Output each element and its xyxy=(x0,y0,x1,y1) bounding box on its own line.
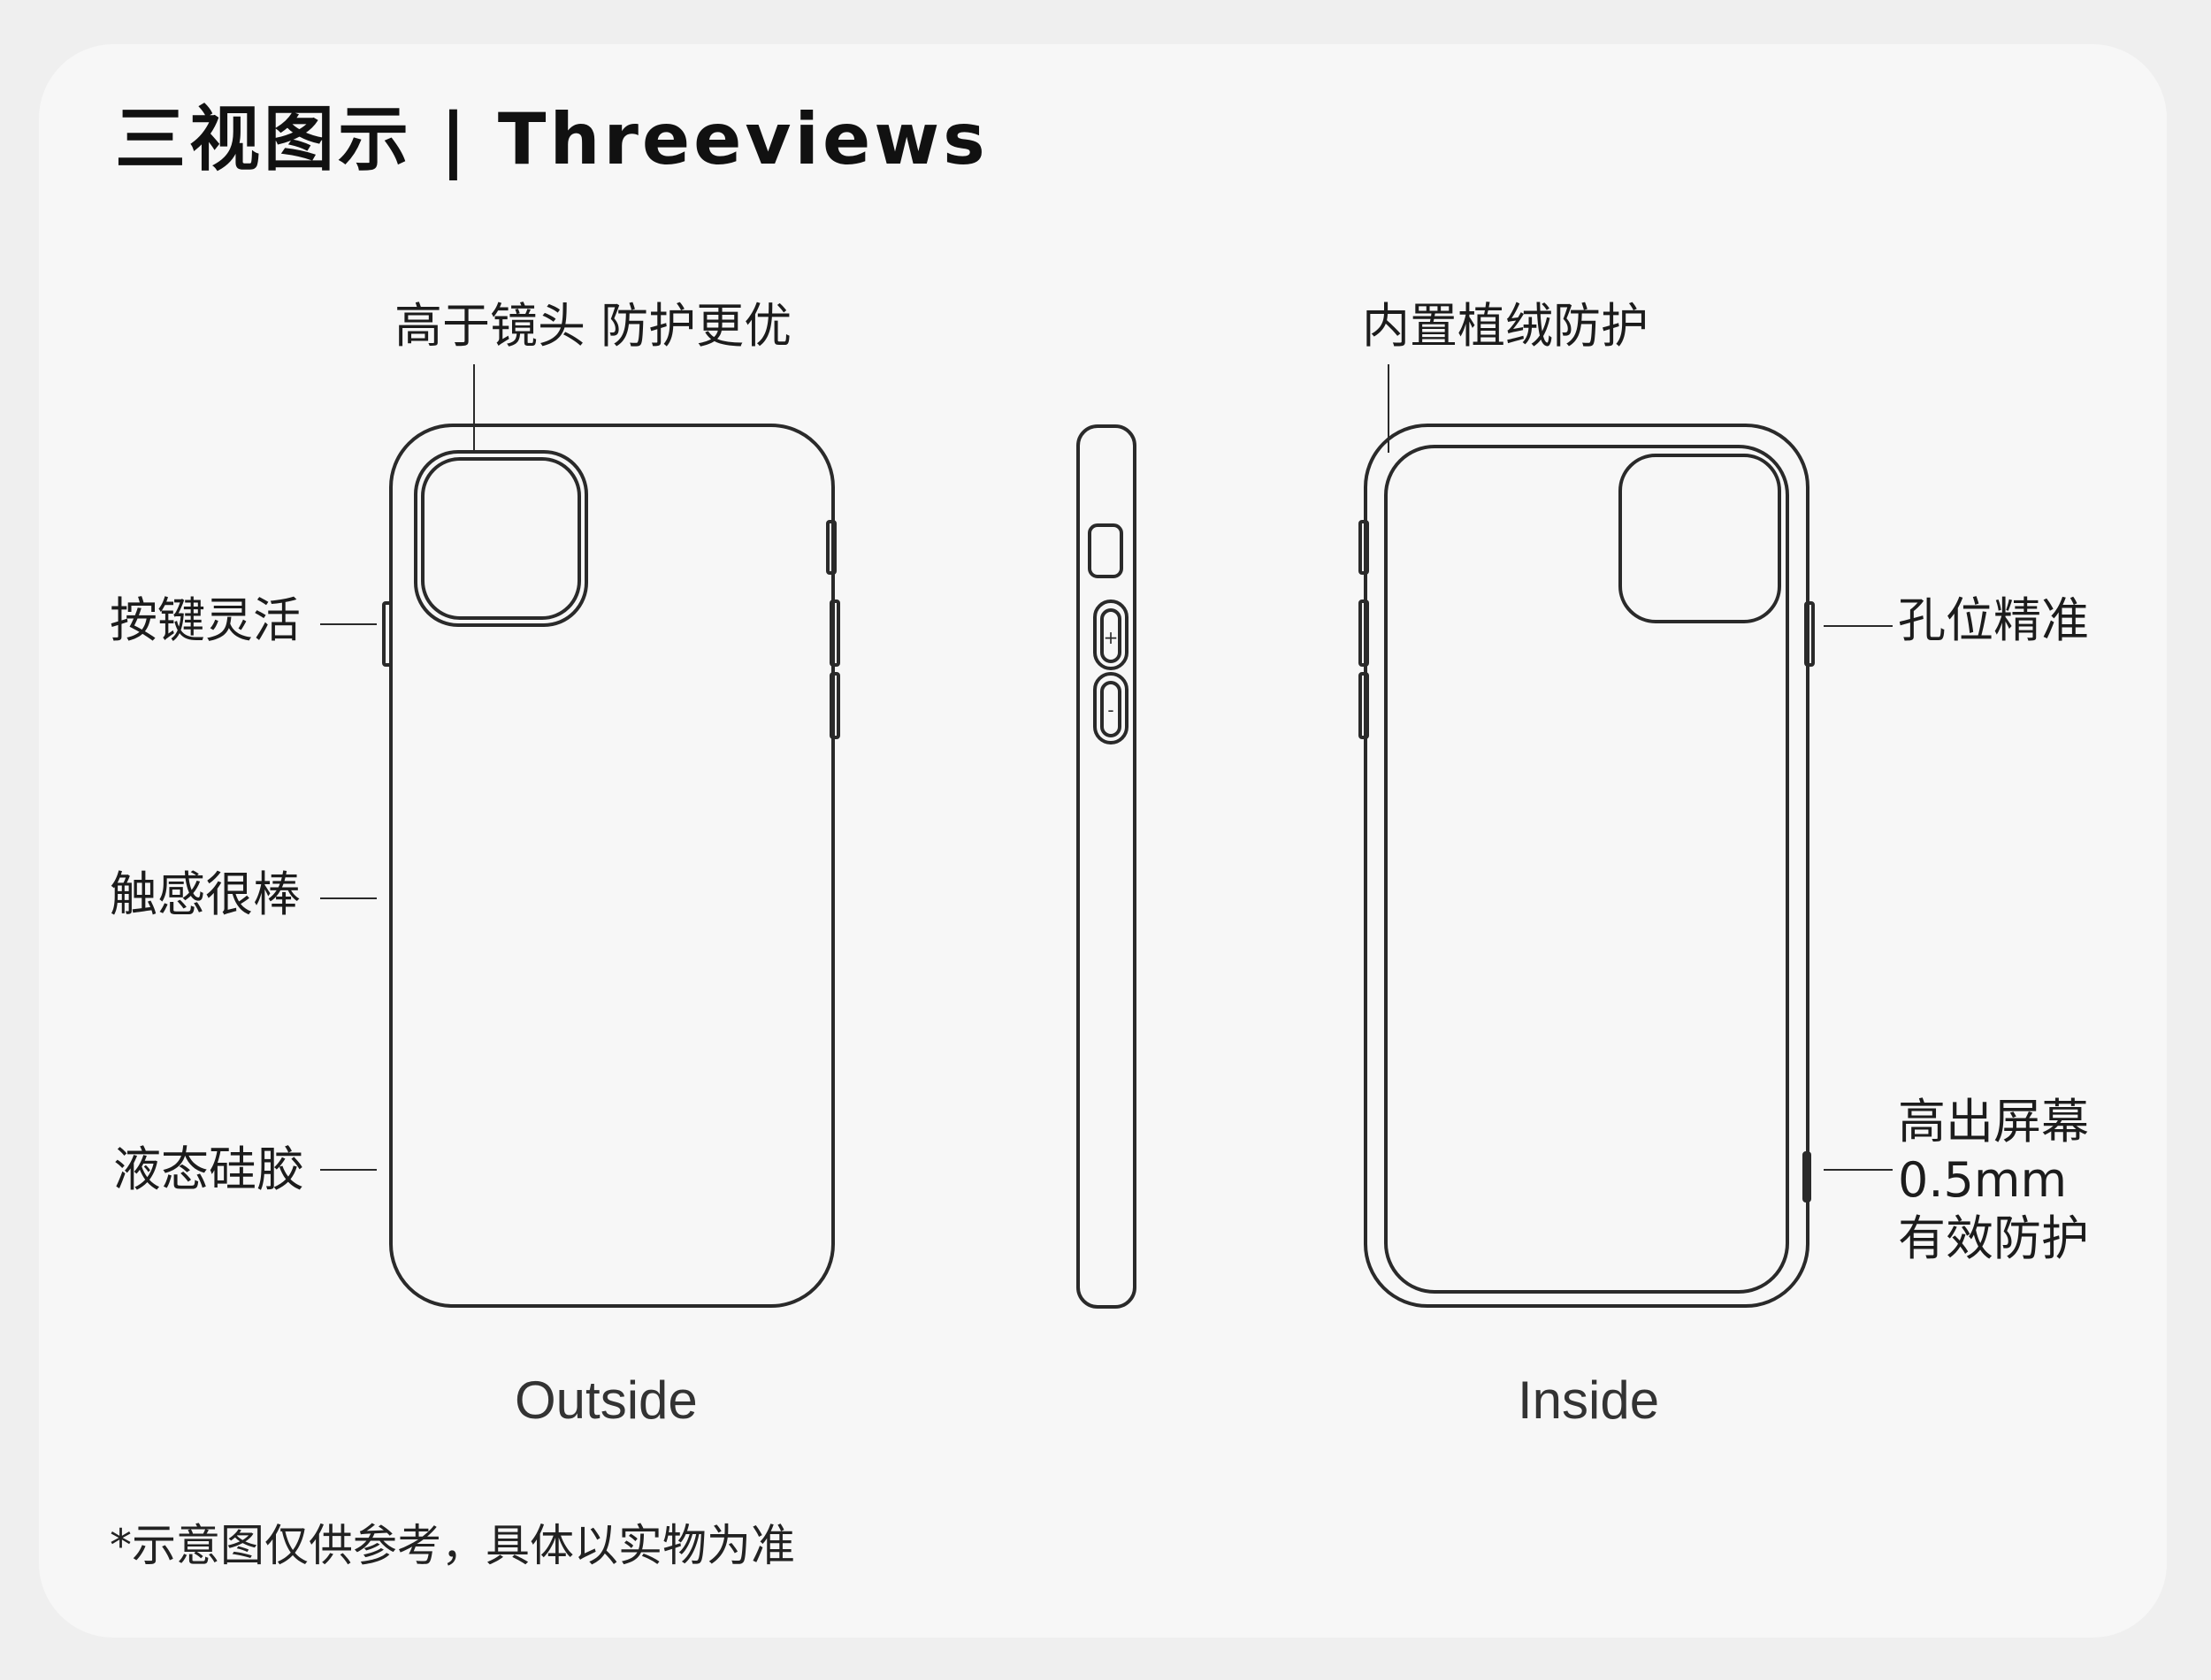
callout-silicone: 液态硅胶 xyxy=(113,1142,304,1197)
mute-switch-cutout xyxy=(1088,523,1123,578)
volume-down-inner xyxy=(1100,681,1121,737)
callout-leaders xyxy=(320,364,1893,1171)
inside-left-button-mid xyxy=(1358,599,1369,667)
outside-left-button xyxy=(382,601,393,667)
outside-right-button-low xyxy=(830,672,840,739)
page-title: 三视图示 | Threeviews xyxy=(115,98,989,180)
side-view-case xyxy=(1076,424,1136,1309)
view-label-inside: Inside xyxy=(1518,1371,1660,1430)
footnote: *示意图仅供参考，具体以实物为准 xyxy=(110,1520,795,1571)
inside-right-edge-lip xyxy=(1802,1151,1811,1203)
camera-bump-outer xyxy=(414,450,588,627)
spec-card xyxy=(39,44,2167,1638)
callout-screen-protection: 高出屏幕 0.5mm 有效防护 xyxy=(1898,1093,2089,1268)
callout-lining: 内置植绒防护 xyxy=(1362,298,1649,354)
inside-lining-edge xyxy=(1384,445,1789,1294)
inside-right-button xyxy=(1804,601,1815,667)
inside-left-button-top xyxy=(1358,520,1369,575)
inside-camera-cutout xyxy=(1618,454,1781,623)
callout-holes: 孔位精准 xyxy=(1898,592,2089,648)
volume-minus-glyph: - xyxy=(1107,699,1113,721)
inside-left-button-low xyxy=(1358,672,1369,739)
camera-bump-inner xyxy=(421,457,581,620)
volume-down-outer xyxy=(1093,672,1128,745)
callout-touch: 触感很棒 xyxy=(110,867,301,922)
callout-camera: 高于镜头 防护更优 xyxy=(394,298,792,354)
view-label-outside: Outside xyxy=(515,1371,698,1430)
outside-right-button-top xyxy=(826,520,837,575)
volume-up-outer xyxy=(1093,599,1128,670)
volume-plus-glyph: + xyxy=(1104,627,1119,648)
callout-screen-line-1: 高出屏幕 xyxy=(1898,1094,2089,1149)
outside-right-button-mid xyxy=(830,599,840,667)
callout-buttons: 按键灵活 xyxy=(110,592,301,648)
volume-up-inner xyxy=(1100,608,1121,663)
outside-view-case xyxy=(382,424,840,1308)
callout-screen-line-3: 有效防护 xyxy=(1898,1210,2089,1266)
callout-screen-line-2: 0.5mm xyxy=(1898,1152,2068,1208)
inside-view-case xyxy=(1358,424,1815,1308)
